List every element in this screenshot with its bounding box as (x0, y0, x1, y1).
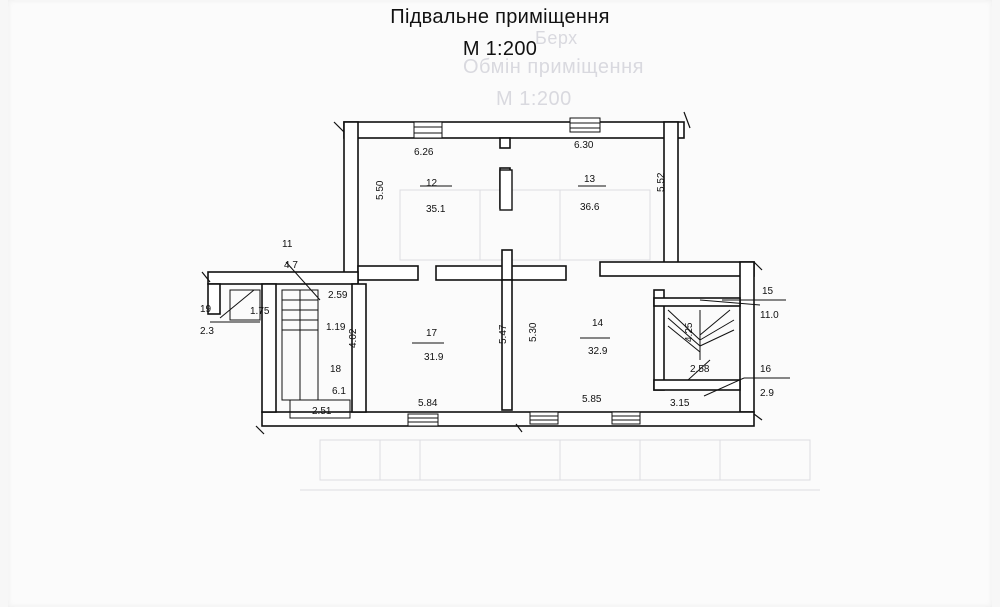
dimension-labels: 6.26 6.30 5.50 5.52 2.59 1.75 1.19 4.02 … (250, 140, 710, 417)
room-17-number: 17 (426, 328, 438, 339)
room-14-area: 32.9 (588, 346, 608, 357)
room-18-area: 6.1 (332, 386, 346, 397)
dim-label: 2.58 (690, 364, 710, 375)
room-13-number: 13 (584, 174, 596, 185)
staircase-right (667, 299, 761, 360)
dim-label: 5.30 (528, 322, 539, 342)
plan-scale: М 1:200 (462, 38, 538, 60)
room-16-number: 16 (760, 364, 772, 375)
plan-title: Підвальне приміщення (390, 6, 610, 28)
dim-label: 2.59 (328, 290, 348, 301)
room-16-area: 2.9 (760, 388, 774, 399)
dim-label: 5.84 (418, 398, 438, 409)
dim-label: 4.25 (684, 322, 695, 342)
room-11-area: 4.7 (284, 260, 298, 271)
column (499, 169, 513, 211)
dim-label: 3.15 (670, 398, 690, 409)
room-labels: 12 35.1 13 36.6 14 32.9 15 11.0 16 2.9 1… (200, 174, 779, 399)
dim-label: 6.26 (414, 147, 434, 158)
staircase-left (210, 261, 351, 419)
ghost-text: Берх (535, 28, 578, 48)
dim-label: 5.47 (498, 324, 509, 344)
room-11-number: 11 (282, 239, 293, 250)
walls (207, 121, 755, 427)
dim-label: 5.52 (656, 172, 667, 192)
room-19-number: 19 (200, 304, 212, 315)
room-14-number: 14 (592, 318, 604, 329)
room-19-area: 2.3 (200, 326, 214, 337)
drawing-sheet (8, 0, 992, 607)
axis-ticks (201, 111, 763, 435)
dim-label: 1.75 (250, 306, 270, 317)
dim-label: 4.02 (348, 328, 359, 348)
dim-label: 5.50 (375, 180, 386, 200)
dim-label: 1.19 (326, 322, 346, 333)
ghost-text: Обмін приміщення (463, 56, 644, 78)
ghost-text: М 1:200 (496, 88, 572, 110)
room-15-number: 15 (762, 286, 774, 297)
room-15-area: 11.0 (760, 310, 779, 321)
dim-label: 2.51 (312, 406, 332, 417)
windows (407, 117, 641, 427)
room-13-area: 36.6 (580, 202, 600, 213)
leader-lines (412, 185, 790, 397)
room-18-number: 18 (330, 364, 342, 375)
room-12-number: 12 (426, 178, 438, 189)
room-17-area: 31.9 (424, 352, 444, 363)
room-12-area: 35.1 (426, 204, 446, 215)
dim-label: 6.30 (574, 140, 594, 151)
dim-label: 5.85 (582, 394, 602, 405)
